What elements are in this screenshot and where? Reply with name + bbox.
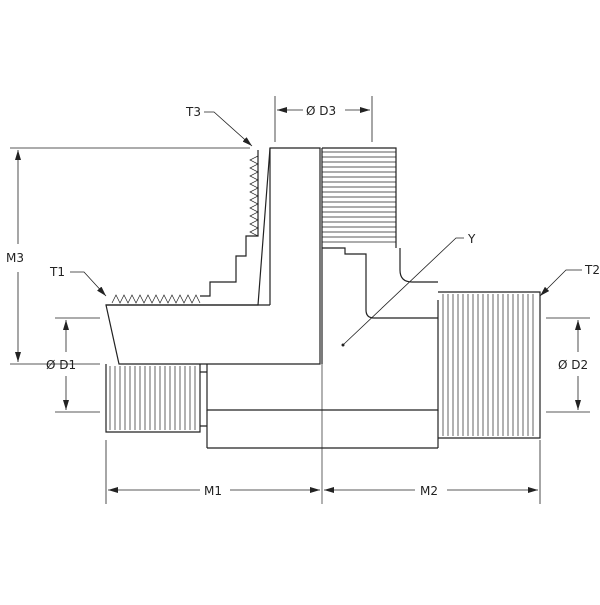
label-m3: M3 — [6, 251, 24, 265]
fitting-body — [105, 147, 541, 504]
label-d2: Ø D2 — [558, 358, 588, 372]
label-m2: M2 — [420, 484, 438, 498]
thread-marks — [109, 151, 534, 436]
label-y: Y — [467, 232, 476, 246]
leader-lines — [70, 111, 582, 347]
label-t2: T2 — [584, 263, 600, 277]
label-t1: T1 — [49, 265, 65, 279]
dimension-lines — [10, 96, 590, 504]
label-m1: M1 — [204, 484, 222, 498]
label-t3: T3 — [185, 105, 201, 119]
label-d3: Ø D3 — [306, 104, 336, 118]
label-d1: Ø D1 — [46, 358, 76, 372]
